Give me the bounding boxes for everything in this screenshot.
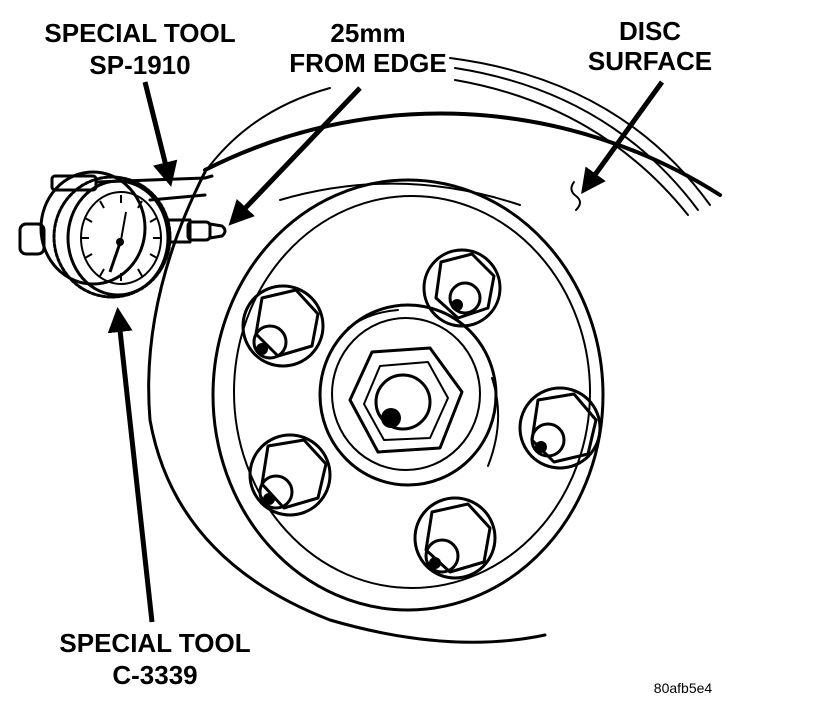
callout-special-tool-sp1910: SPECIAL TOOL SP-1910	[44, 18, 235, 80]
callout-25mm-from-edge: 25mm FROM EDGE	[289, 18, 446, 78]
label-disc: DISC	[619, 16, 681, 46]
hub-face	[211, 178, 605, 612]
arrow-25mm-edge	[228, 86, 362, 226]
mounting-arm	[94, 174, 214, 202]
figure-id: 80afb5e4	[654, 680, 713, 696]
lug-nut-top-right	[422, 248, 502, 328]
label-25mm: 25mm	[330, 18, 405, 48]
label-sp1910: SP-1910	[89, 50, 190, 80]
disc-surface-marker	[570, 181, 581, 211]
lug-nut-left	[241, 284, 325, 368]
callout-special-tool-c3339: SPECIAL TOOL C-3339	[59, 628, 250, 690]
lug-nut-bottom	[413, 496, 497, 580]
label-from-edge: FROM EDGE	[289, 48, 446, 78]
callout-disc-surface: DISC SURFACE	[588, 16, 712, 76]
label-special-tool-1: SPECIAL TOOL	[44, 18, 235, 48]
center-hub-nut	[318, 303, 500, 487]
rotor-disc	[147, 57, 722, 644]
label-c3339: C-3339	[112, 660, 197, 690]
dial-indicator	[18, 170, 227, 299]
lug-nut-right	[518, 386, 602, 470]
callout-arrows	[107, 80, 665, 623]
dial-tick-marks	[81, 195, 161, 281]
arrow-c3339	[107, 307, 155, 623]
arrow-sp1910	[142, 81, 178, 187]
label-special-tool-2: SPECIAL TOOL	[59, 628, 250, 658]
lug-nut-bottom-left	[248, 433, 332, 517]
arrow-disc-surface	[581, 80, 665, 195]
label-surface: SURFACE	[588, 46, 712, 76]
